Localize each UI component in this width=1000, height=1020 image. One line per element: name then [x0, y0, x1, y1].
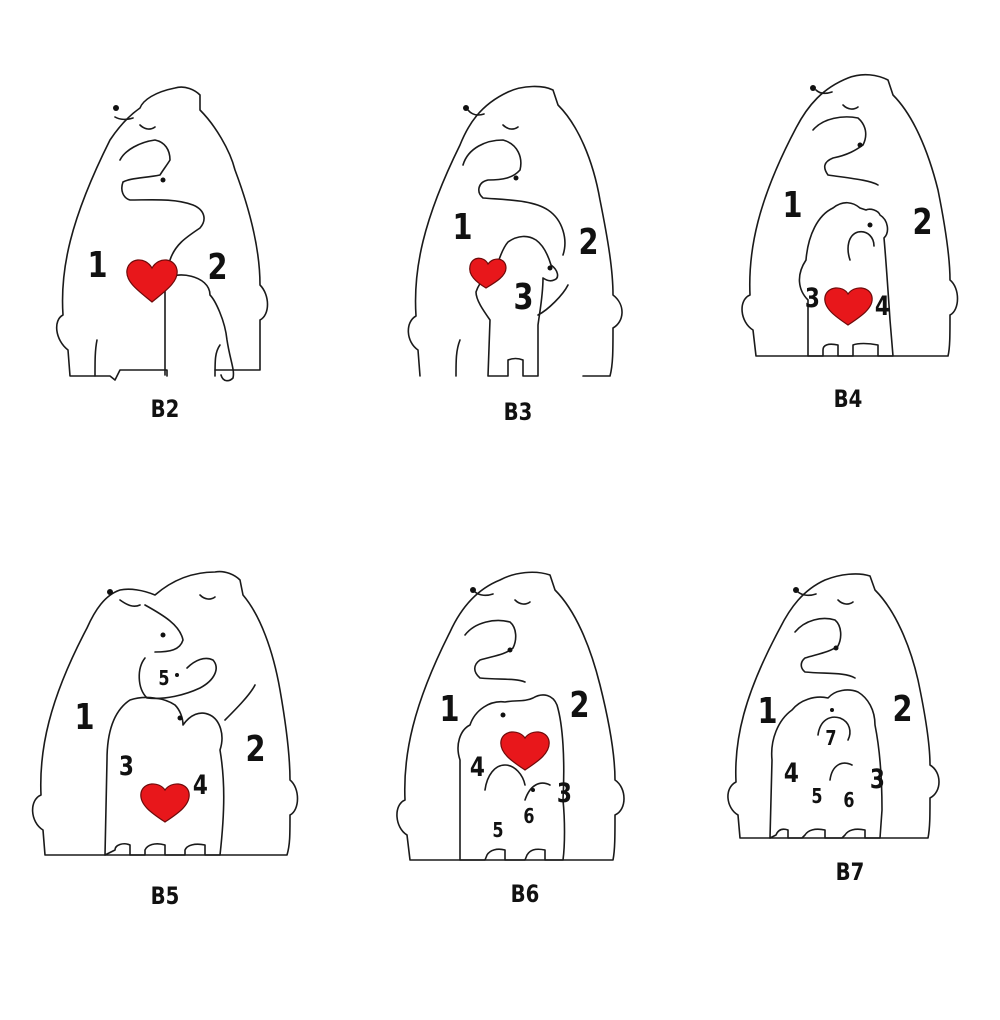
variant-label: B5	[150, 882, 180, 910]
heart-icon	[140, 783, 190, 823]
bear-number: 6	[523, 804, 535, 828]
polar-bear-family-outline-icon	[55, 86, 269, 382]
variant-label: B6	[510, 880, 540, 908]
heart-icon	[126, 259, 178, 303]
variant-label: B7	[835, 858, 865, 886]
bear-number: 4	[469, 752, 485, 783]
bear-number: 7	[825, 726, 837, 750]
bear-number: 1	[74, 697, 95, 738]
heart-icon	[824, 287, 873, 326]
polar-bear-family-outline-icon	[741, 73, 959, 357]
variant-label: B2	[150, 395, 180, 423]
bear-number: 2	[569, 685, 590, 726]
bear-number: 1	[782, 185, 803, 226]
heart-icon	[469, 257, 507, 289]
variant-b7: 1 2 7 4 3 5 6 B7	[700, 560, 1000, 1020]
variant-b3: 1 2 3 B3	[368, 70, 668, 530]
bear-number: 2	[207, 247, 228, 288]
bear-number: 1	[439, 689, 460, 730]
bear-number: 5	[811, 784, 823, 808]
variant-b2: 1 2 B2	[15, 70, 315, 530]
variant-b4: 1 2 3 4 B4	[698, 60, 998, 520]
polar-bear-family-outline-icon	[31, 570, 299, 856]
variant-b6: 1 2 4 3 6 5 B6	[375, 560, 675, 1020]
bear-number: 3	[869, 764, 885, 795]
bear-number: 4	[874, 291, 890, 322]
bear-number: 1	[87, 245, 108, 286]
bear-number: 3	[513, 277, 534, 318]
variant-b5: 1 5 3 4 2 B5	[15, 560, 315, 1020]
polar-bear-family-outline-icon	[727, 573, 940, 839]
bear-number: 2	[245, 729, 266, 770]
polar-bear-family-outline-icon	[407, 85, 623, 377]
variant-label: B4	[833, 385, 863, 413]
bear-number: 2	[912, 202, 933, 243]
bear-number: 3	[556, 778, 572, 809]
bear-number: 3	[804, 283, 820, 314]
bear-number: 3	[118, 751, 134, 782]
bear-number: 5	[158, 666, 170, 690]
polar-bear-family-outline-icon	[396, 571, 625, 861]
heart-icon	[500, 731, 550, 771]
variant-label: B3	[503, 398, 533, 426]
bear-number: 5	[492, 818, 504, 842]
bear-number: 6	[843, 788, 855, 812]
bear-number: 2	[892, 689, 913, 730]
bear-number: 4	[783, 758, 799, 789]
bear-number: 4	[192, 770, 208, 801]
bear-number: 1	[757, 691, 778, 732]
bear-number: 2	[578, 222, 599, 263]
bear-number: 1	[452, 207, 473, 248]
